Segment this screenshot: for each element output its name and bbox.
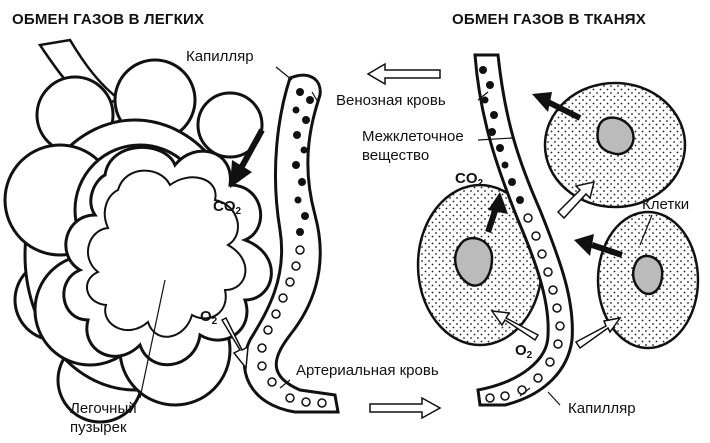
cell-nucleus	[598, 118, 634, 154]
label-tissue-capillary: Капилляр	[568, 400, 636, 417]
label-tissue-o2: O2	[515, 342, 532, 364]
label-intercellular-line2: вещество	[362, 147, 429, 164]
label-intercellular-line1: Межклеточное	[362, 128, 464, 145]
label-lung-o2: O2	[200, 308, 217, 330]
label-arterial-blood: Артериальная кровь	[296, 362, 439, 379]
lung-alveoli-cluster	[5, 40, 271, 422]
label-lung-co2: CO2	[213, 198, 241, 220]
cell-nucleus	[455, 238, 492, 285]
title-lungs: ОБМЕН ГАЗОВ В ЛЕГКИХ	[12, 11, 204, 28]
label-alveolus-line2: пузырек	[70, 419, 127, 436]
label-lung-capillary: Капилляр	[186, 48, 254, 65]
flow-arrow-top	[368, 64, 440, 84]
label-cells: Клетки	[642, 196, 689, 213]
label-venous-blood: Венозная кровь	[336, 92, 446, 109]
cell-nucleus	[633, 256, 662, 294]
title-tissues: ОБМЕН ГАЗОВ В ТКАНЯХ	[452, 11, 646, 28]
label-alveolus-line1: Легочный	[70, 400, 137, 417]
label-tissue-co2: CO2	[455, 170, 483, 192]
flow-arrow-bottom	[370, 398, 440, 418]
